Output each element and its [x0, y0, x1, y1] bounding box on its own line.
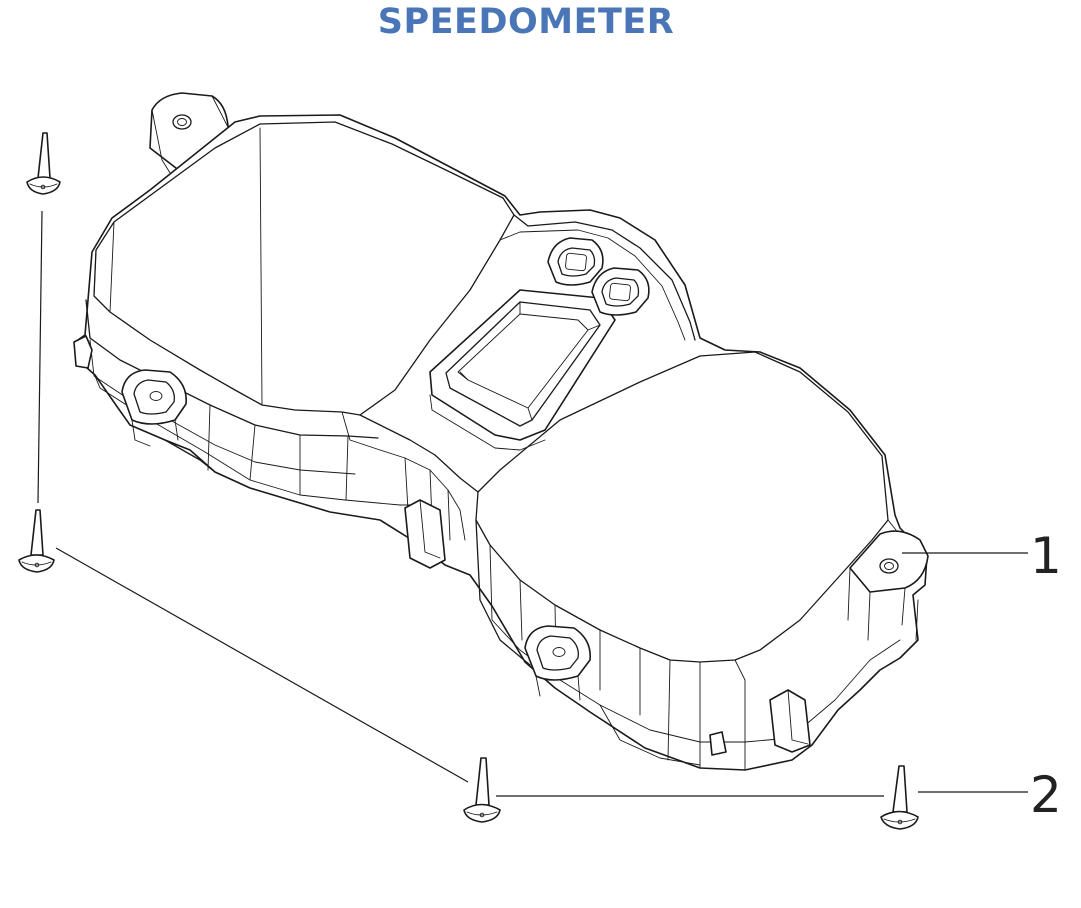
diagram-title: SPEEDOMETER: [377, 2, 675, 42]
screw-bottom-left: [18, 509, 55, 573]
callout-2: 2: [1030, 766, 1062, 824]
screw-bottom-center: [463, 757, 501, 823]
screw-top-left: [26, 132, 61, 195]
callout-1: 1: [1030, 527, 1062, 585]
screw-bottom-right: [880, 765, 919, 830]
button-left: [547, 237, 604, 286]
button-right: [591, 267, 650, 316]
speedometer-housing: [73, 92, 929, 771]
assembly-guide-lines: [37, 210, 884, 797]
